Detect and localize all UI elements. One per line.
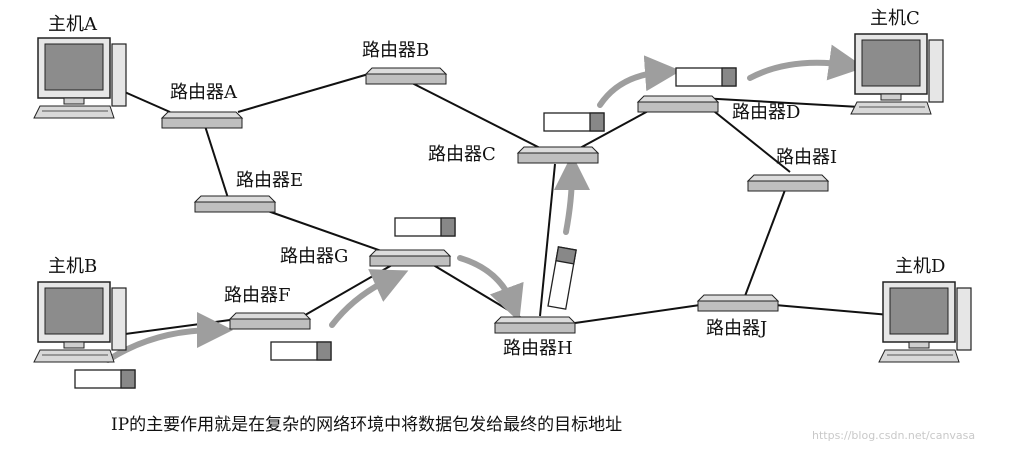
link-router-a-router-b [237,72,373,113]
host-d [878,281,972,363]
router-i-label: 路由器I [776,147,838,168]
arrow-router-g-to-router-h [457,255,524,322]
link-router-j-host-d [774,304,891,316]
arrow-router-h-to-router-c [553,154,590,235]
packet-vertical [547,246,577,310]
router-e [194,195,276,213]
link-router-c-router-h [539,163,556,317]
router-a-label: 路由器A [170,82,237,103]
router-b-label: 路由器B [362,40,430,61]
link-router-d-host-c [699,97,861,108]
host-c [850,33,944,115]
router-e-label: 路由器E [236,170,304,191]
router-h-label: 路由器H [503,338,573,359]
host-d-label: 主机D [895,256,946,277]
diagram-caption: IP的主要作用就是在复杂的网络环境中将数据包发给最终的目标地址 [111,415,623,435]
arrow-router-f-to-router-g [329,269,409,328]
link-router-a-router-e [204,125,229,199]
link-router-h-router-j [574,304,701,324]
link-router-d-router-i [709,107,791,173]
router-j-label: 路由器J [706,318,768,339]
router-d-label: 路由器D [732,102,801,123]
packet-near-router-f [270,341,332,361]
router-f [229,312,311,330]
router-c-label: 路由器C [428,144,496,165]
arrow-router-d-to-host-c [747,44,865,81]
host-a [33,37,127,119]
link-router-i-router-j [744,189,786,297]
link-host-a-router-a [119,89,171,113]
router-f-label: 路由器F [224,285,291,306]
router-g-label: 路由器G [280,246,349,267]
packet-near-host-b [74,369,136,389]
link-router-c-router-d [579,109,651,149]
host-b-label: 主机B [48,256,98,277]
router-h [494,316,576,334]
packet-near-router-c [543,112,605,132]
packet-path-arrows [105,44,865,363]
arrow-host-b-to-router-f [105,312,233,363]
packet-near-router-d [675,67,737,87]
packet-near-router-g [394,217,456,237]
router-i [747,174,829,192]
link-router-e-router-g [264,209,391,255]
router-c [517,146,599,164]
router-g [369,249,451,267]
router-d [637,95,719,113]
host-c-label: 主机C [870,8,920,29]
router-b [365,67,447,85]
router-a [161,111,243,129]
arrow-router-c-to-router-d [597,55,681,108]
watermark: https://blog.csdn.net/canvasa [812,429,976,442]
host-b [33,281,127,363]
link-router-b-router-c [409,81,541,149]
router-j [697,294,779,312]
network-links [117,72,891,336]
host-a-label: 主机A [48,14,97,35]
